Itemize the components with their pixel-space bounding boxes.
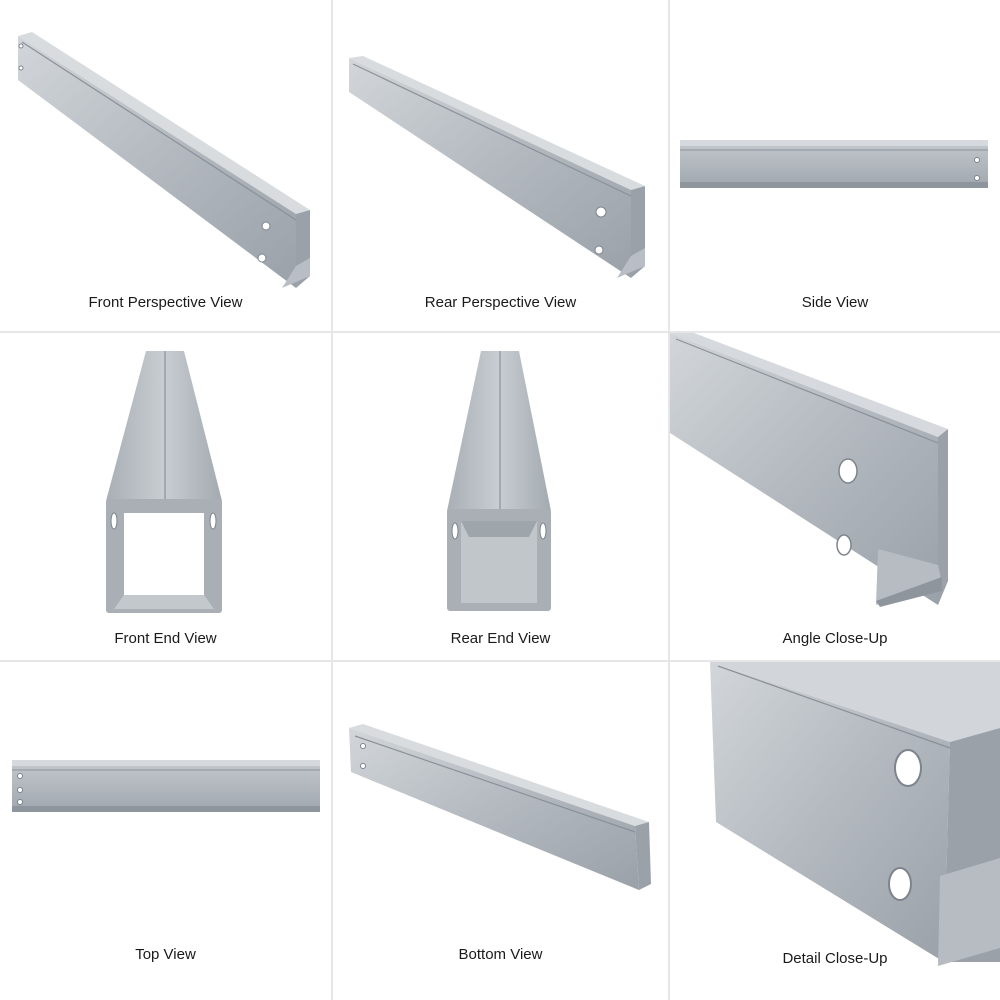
view-cell-detail-close-up: Detail Close-Up bbox=[670, 662, 1000, 1000]
grid-divider-vertical bbox=[668, 0, 670, 1000]
view-cell-top: Top View bbox=[0, 662, 331, 1000]
view-cell-rear-perspective: Rear Perspective View bbox=[333, 0, 668, 331]
view-caption: Top View bbox=[135, 946, 196, 963]
view-cell-front-end: Front End View bbox=[0, 333, 331, 660]
view-cell-rear-end: Rear End View bbox=[333, 333, 668, 660]
steel-channel-front-perspective-image bbox=[18, 32, 310, 288]
grid-divider-horizontal bbox=[0, 660, 1000, 662]
steel-channel-front-end-image bbox=[106, 351, 222, 613]
view-cell-front-perspective: Front Perspective View bbox=[0, 0, 331, 331]
view-caption: Detail Close-Up bbox=[782, 950, 888, 967]
steel-channel-top-view-image bbox=[12, 760, 320, 812]
view-caption: Rear Perspective View bbox=[424, 294, 577, 311]
steel-channel-rear-perspective-image bbox=[349, 56, 645, 278]
steel-channel-detail-close-up-image bbox=[710, 662, 1000, 966]
view-cell-angle-close-up: Angle Close-Up bbox=[670, 333, 1000, 660]
steel-channel-side-view-image bbox=[680, 140, 988, 188]
view-cell-bottom: Bottom View bbox=[333, 662, 668, 1000]
view-caption: Front End View bbox=[114, 630, 217, 647]
steel-channel-bottom-view-image bbox=[349, 724, 651, 890]
grid-divider-vertical bbox=[331, 0, 333, 1000]
view-caption: Angle Close-Up bbox=[782, 630, 888, 647]
view-caption: Rear End View bbox=[450, 630, 551, 647]
view-cell-side: Side View bbox=[670, 0, 1000, 331]
view-caption: Bottom View bbox=[458, 946, 543, 963]
steel-channel-angle-close-up-image bbox=[670, 333, 948, 607]
view-caption: Side View bbox=[801, 294, 869, 311]
grid-divider-horizontal bbox=[0, 331, 1000, 333]
view-caption: Front Perspective View bbox=[88, 294, 243, 311]
steel-channel-rear-end-image bbox=[447, 351, 551, 611]
